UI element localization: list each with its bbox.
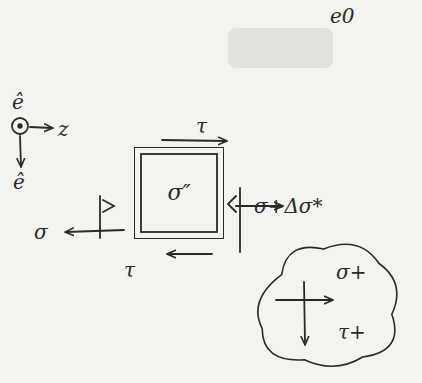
stress-symbol [103, 200, 114, 212]
cloud-outline [246, 232, 408, 374]
stress-element-box: σ″ [134, 147, 224, 239]
shear-arrow [162, 140, 226, 141]
sketch-label: z [58, 119, 69, 139]
sketch-label: σ+Δσ* [254, 196, 323, 216]
sketch-label: ê [12, 92, 24, 112]
inner-outline [141, 154, 217, 232]
node-text: σ+ [336, 262, 366, 282]
sign-arrow [304, 282, 305, 344]
down-axis-arrow [20, 136, 21, 166]
out-of-page-axis [12, 118, 28, 134]
sketch-label: τ [196, 116, 207, 136]
node-text: σ″ [167, 182, 190, 204]
face-line [239, 188, 241, 252]
sign-cloud: σ+ τ+ [246, 232, 408, 374]
z-axis-arrow [30, 127, 52, 128]
sketch-label: ê [13, 172, 25, 192]
sketch-label: σ [34, 222, 48, 242]
sketch-label: τ [124, 260, 135, 280]
shear-arrow [168, 253, 212, 255]
stress-symbol [228, 196, 236, 212]
node-text: τ+ [338, 322, 366, 342]
erased-smudge [228, 28, 333, 68]
stress-arrow [66, 230, 124, 232]
sketch-label: e0 [330, 6, 355, 26]
